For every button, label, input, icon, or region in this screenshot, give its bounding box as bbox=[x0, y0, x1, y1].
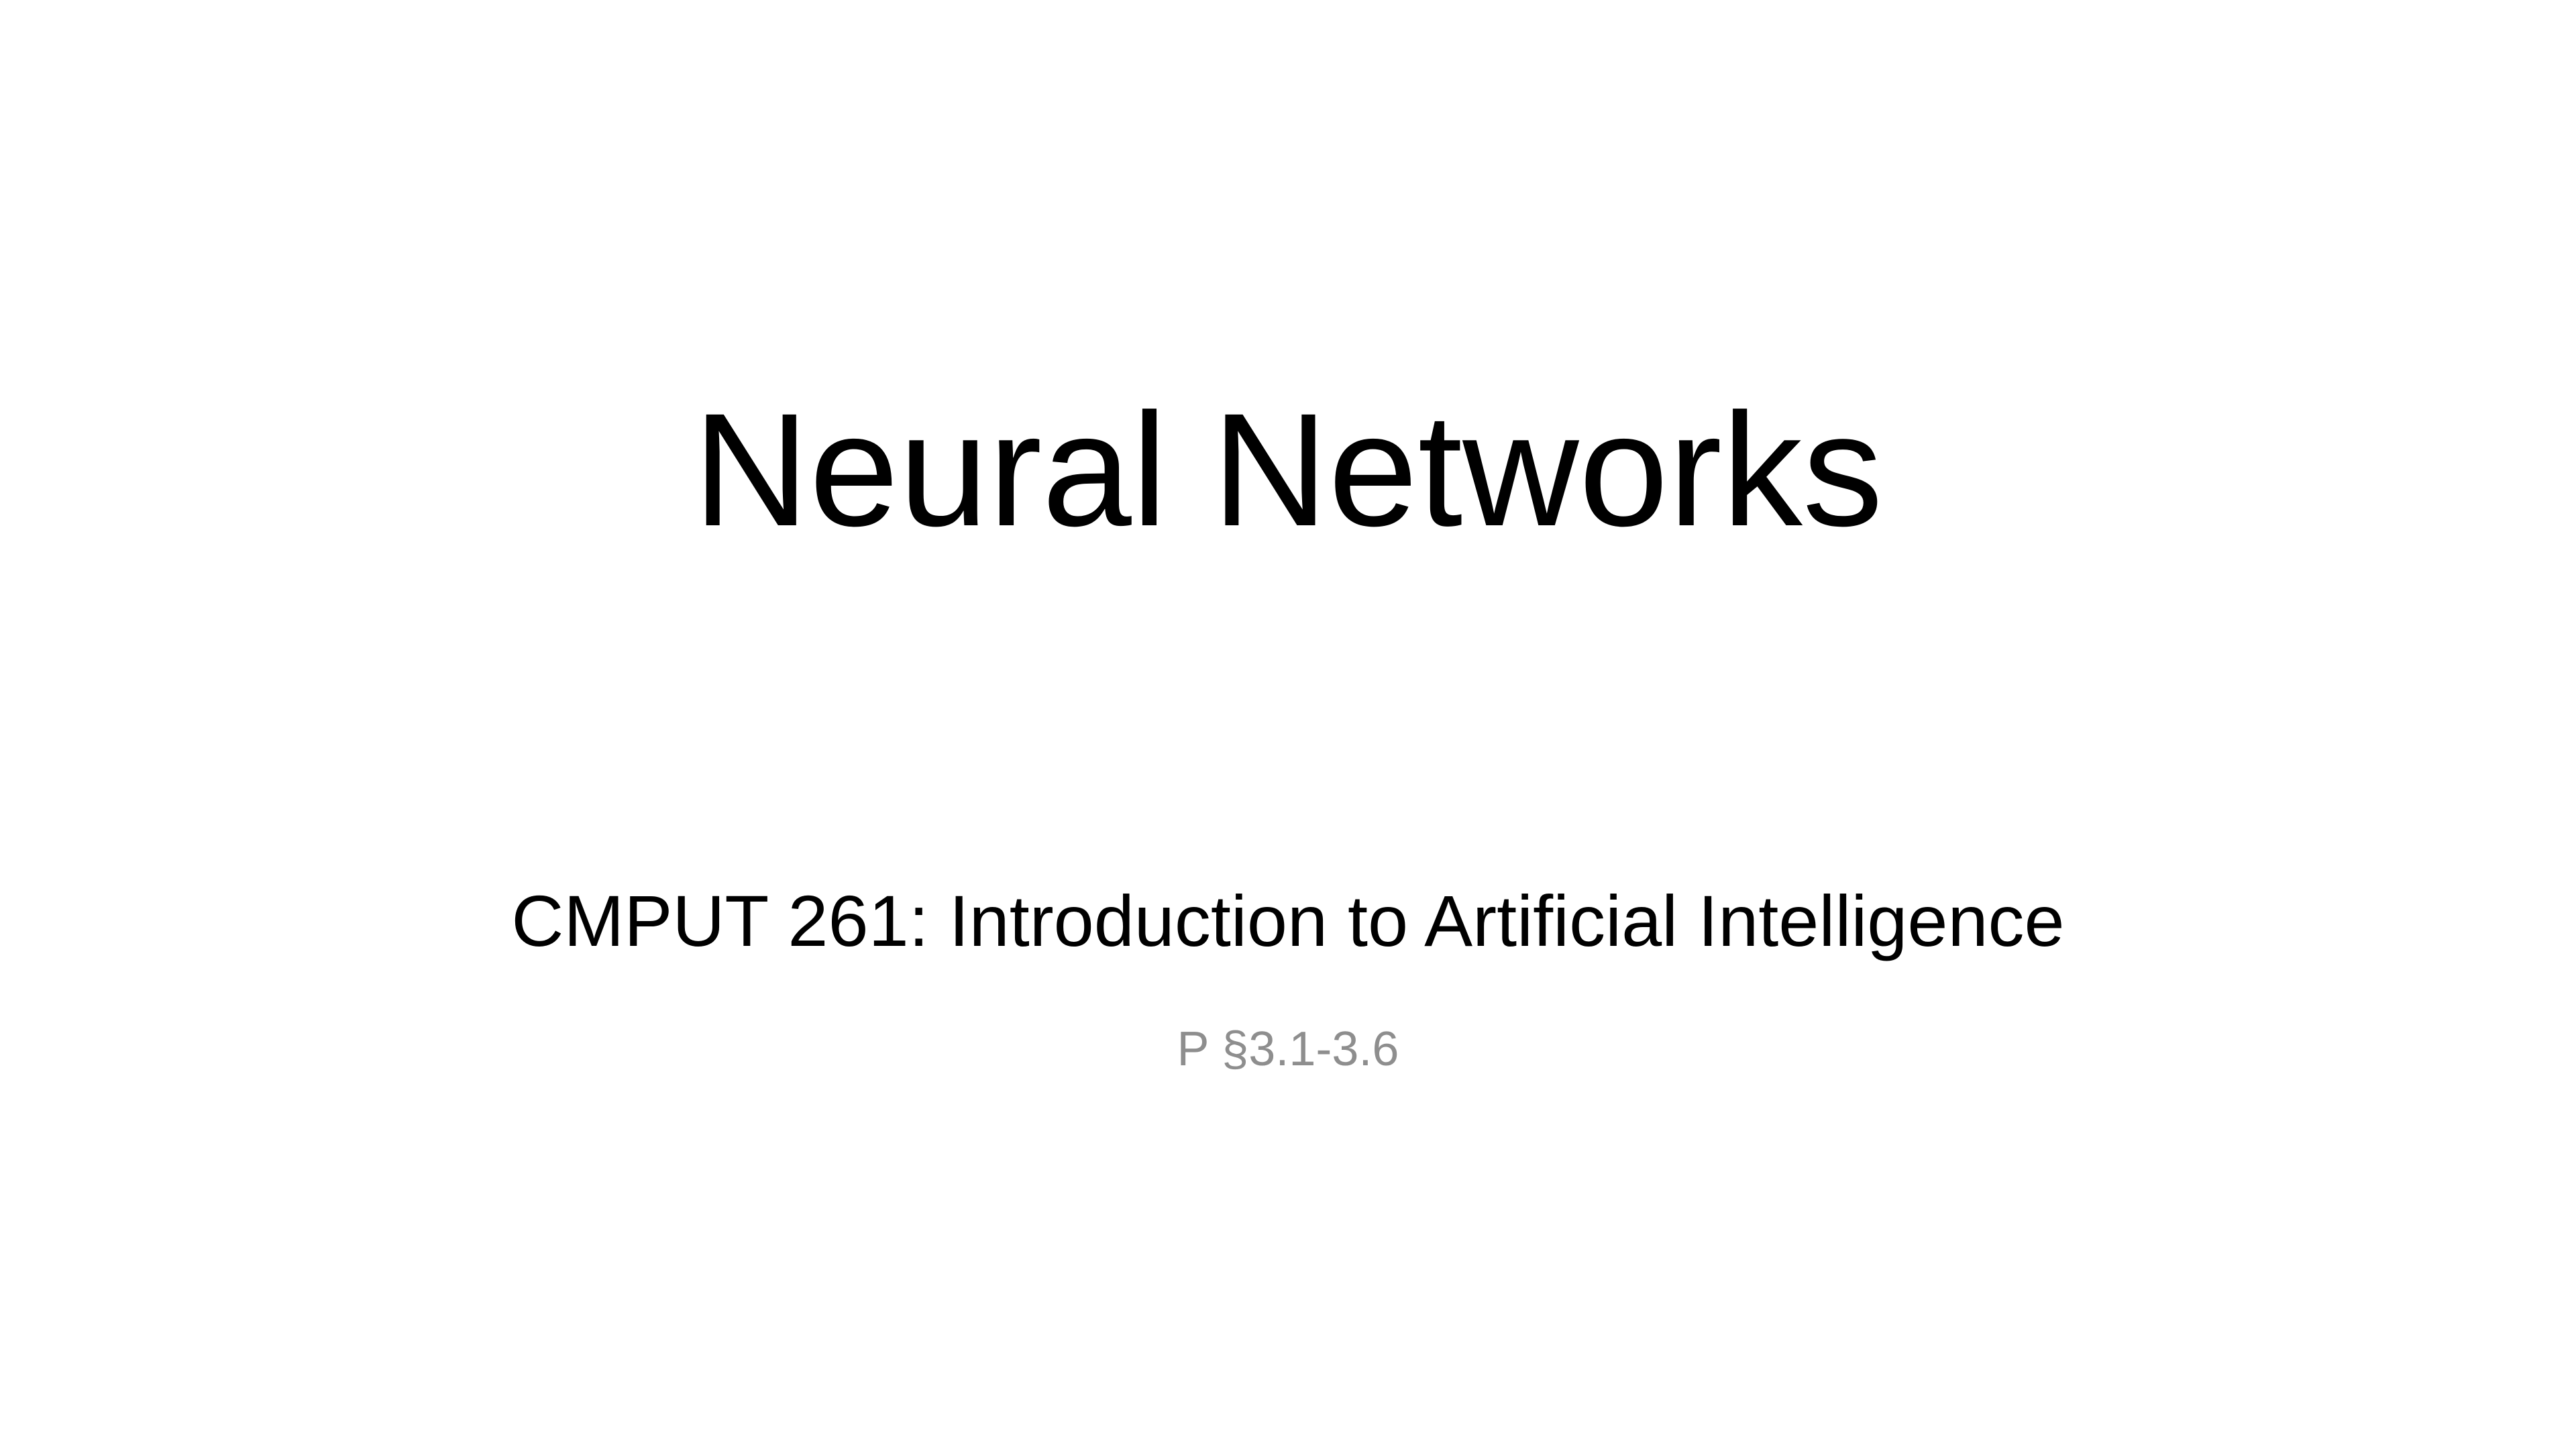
slide-title: Neural Networks bbox=[693, 380, 1883, 559]
course-subtitle: CMPUT 261: Introduction to Artificial In… bbox=[511, 880, 2065, 961]
reading-reference: P §3.1-3.6 bbox=[1177, 1022, 1399, 1076]
